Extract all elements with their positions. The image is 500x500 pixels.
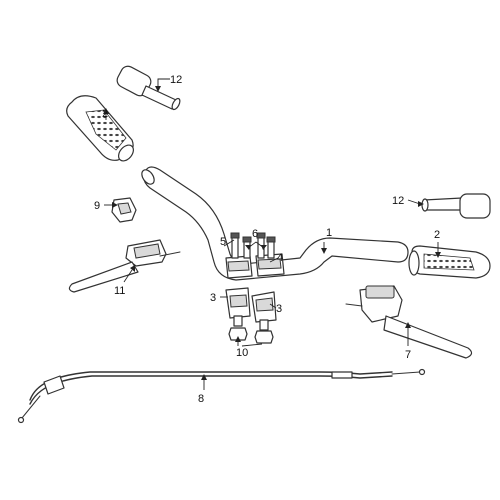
callout-3-right: 3 (276, 303, 282, 315)
left-lever-assembly (68, 239, 181, 293)
holder-nuts (228, 327, 274, 344)
grip-left (66, 95, 134, 162)
upper-clamp-left (225, 255, 253, 279)
callout-12-top: 12 (170, 74, 182, 86)
callout-3-left: 3 (210, 292, 216, 304)
callout-4: 4 (277, 252, 283, 264)
right-lever-master-cylinder (345, 285, 473, 359)
clamp-bolts (230, 232, 276, 259)
upper-clamp-right (255, 253, 285, 277)
callout-6: 6 (252, 228, 258, 240)
callout-5: 5 (220, 236, 226, 248)
callout-8: 9 (94, 200, 100, 212)
lower-holder-left (225, 287, 251, 327)
callout-9: 10 (236, 347, 248, 359)
bar-end-weight-left (116, 65, 181, 111)
callout-11: 8 (198, 393, 204, 405)
callout-2-right: 2 (434, 229, 440, 241)
callout-7: 7 (405, 349, 411, 361)
lower-holder-right (251, 291, 277, 331)
throttle-cable (17, 368, 426, 424)
leader-lines (103, 78, 441, 390)
callout-12-right: 12 (392, 195, 404, 207)
handlebar (141, 166, 409, 281)
callout-10: 11 (114, 285, 125, 297)
bar-end-weight-right (421, 193, 491, 219)
callout-2-left: 2 (102, 108, 108, 120)
grip-right (408, 245, 491, 279)
kill-switch (111, 197, 137, 223)
callout-1: 1 (326, 227, 332, 239)
